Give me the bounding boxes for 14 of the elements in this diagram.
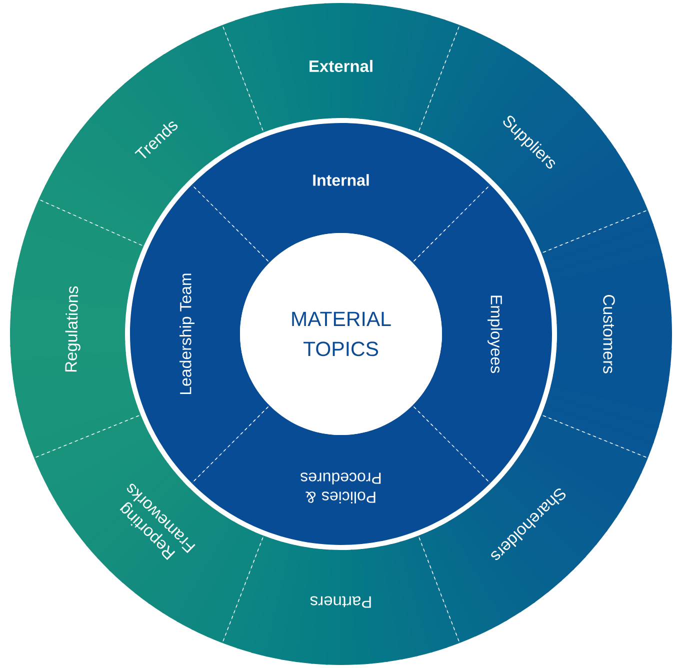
ring-segment: Policies & Procedures (192, 405, 490, 545)
ring-segment: Employees (412, 184, 552, 484)
node-label: Internal (313, 174, 369, 186)
ring-segment: Internal (192, 123, 490, 263)
node-label: Employees (488, 296, 502, 373)
node-label: Leadership Team (180, 274, 194, 394)
ring-segment: Leadership Team (130, 184, 270, 484)
node-label: Customers (603, 294, 615, 374)
node-label: Policies & Procedures (300, 472, 381, 504)
node-label: Partners (310, 596, 371, 608)
node-label: Regulations (65, 286, 80, 372)
node-label: External (310, 60, 372, 72)
ring-segment: Regulations (10, 199, 144, 458)
ring-segment: Customers (541, 210, 672, 458)
